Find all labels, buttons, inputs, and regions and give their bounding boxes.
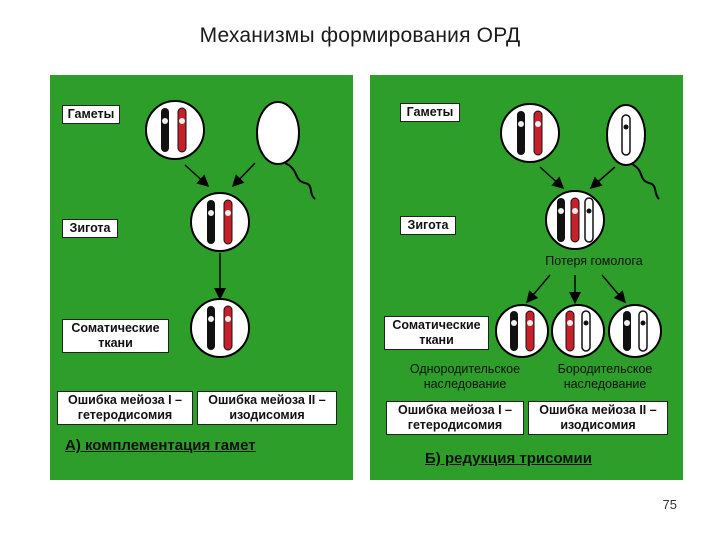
- page-number: 75: [662, 497, 677, 512]
- gametes-label: Гаметы: [400, 103, 460, 122]
- chromosome-black: [207, 306, 215, 350]
- panel-trisomy-rescue: Гаметы Зигота Потеря гомолога Соматическ…: [370, 75, 683, 480]
- uniparental-label: Однородительское наследование: [409, 362, 521, 391]
- chromosome-white: [638, 310, 648, 352]
- chromosome-red: [223, 199, 233, 245]
- chromosome-red: [525, 310, 535, 352]
- meiosis-1-error-label: Ошибка мейоза I – гетеродисомия: [57, 391, 193, 425]
- zygote-cell: [190, 192, 250, 252]
- panel-caption: А) комплементация гамет: [65, 437, 256, 454]
- meiosis-2-error-label: Ошибка мейоза II – изодисомия: [197, 391, 337, 425]
- chromosome-red: [565, 310, 575, 352]
- slide-title: Механизмы формирования ОРД: [199, 24, 521, 47]
- chromosome-red: [177, 107, 187, 153]
- gamete-cell: [145, 100, 205, 160]
- panel-gamete-complementation: Гаметы Зигота Соматические ткани Ошибка …: [50, 75, 353, 480]
- zygote-label: Зигота: [62, 219, 118, 238]
- somatic-tissue-label: Соматические ткани: [62, 319, 169, 353]
- chromosome-red: [223, 305, 233, 351]
- chromosome-white: [581, 310, 591, 352]
- chromosome-white: [621, 114, 631, 156]
- panel-a-diagram: [145, 100, 316, 358]
- panel-b-diagram: [495, 103, 662, 358]
- homolog-loss-label: Потеря гомолога: [545, 254, 643, 268]
- zygote-label: Зигота: [400, 216, 456, 235]
- chromosome-black: [623, 311, 631, 351]
- gamete-cell: [500, 103, 560, 163]
- chromosome-black: [510, 311, 518, 351]
- meiosis-2-error-label: Ошибка мейоза II – изодисомия: [528, 401, 668, 435]
- panel-caption: Б) редукция трисомии: [425, 450, 592, 467]
- chromosome-black: [207, 200, 215, 244]
- chromosome-red: [570, 197, 580, 243]
- somatic-cell: [190, 298, 250, 358]
- sperm-cell-empty: [256, 101, 316, 200]
- somatic-cell-uniparental: [495, 304, 549, 358]
- somatic-tissue-label: Соматические ткани: [384, 316, 489, 350]
- gametes-label: Гаметы: [62, 105, 120, 124]
- chromosome-black: [557, 198, 565, 242]
- biparental-label: Бородительское наследование: [557, 362, 653, 391]
- somatic-cell-biparental: [608, 304, 662, 358]
- somatic-cell-biparental: [551, 304, 605, 358]
- zygote-cell: [545, 190, 605, 250]
- sperm-cell: [606, 104, 660, 200]
- chromosome-red: [533, 110, 543, 156]
- chromosome-white: [584, 197, 594, 243]
- chromosome-black: [517, 111, 525, 155]
- meiosis-1-error-label: Ошибка мейоза I – гетеродисомия: [386, 401, 524, 435]
- chromosome-black: [161, 108, 169, 152]
